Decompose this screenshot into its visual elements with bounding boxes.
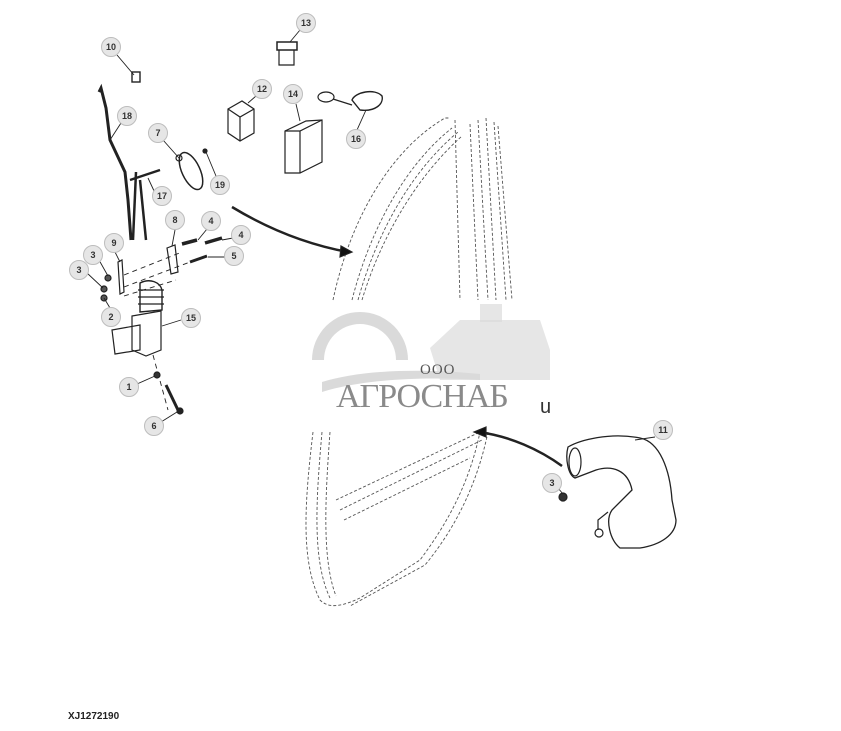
callout-part-18: 18 [117,106,137,126]
callout-part-16: 16 [346,129,366,149]
watermark-suffix: u [540,396,552,418]
callout-part-1: 1 [119,377,139,397]
callout-part-11: 11 [653,420,673,440]
watermark-logo [312,304,550,392]
callout-part-2: 2 [101,307,121,327]
callout-part-19: 19 [210,175,230,195]
callout-part-9: 9 [104,233,124,253]
callout-part-13: 13 [296,13,316,33]
callout-part-4: 4 [201,211,221,231]
callout-part-15: 15 [181,308,201,328]
watermark-prefix: ООО [420,362,456,378]
callout-part-3: 3 [542,473,562,493]
watermark-name: АГРОСНАБ [336,378,509,415]
callout-part-8: 8 [165,210,185,230]
callout-part-12: 12 [252,79,272,99]
callout-part-4: 4 [231,225,251,245]
door-outline [305,117,513,607]
callout-part-3: 3 [83,245,103,265]
callout-part-6: 6 [144,416,164,436]
drawing-code: XJ1272190 [68,711,120,722]
callout-part-3: 3 [69,260,89,280]
callout-part-17: 17 [152,186,172,206]
callout-part-10: 10 [101,37,121,57]
callout-part-5: 5 [224,246,244,266]
callout-part-14: 14 [283,84,303,104]
callout-part-7: 7 [148,123,168,143]
